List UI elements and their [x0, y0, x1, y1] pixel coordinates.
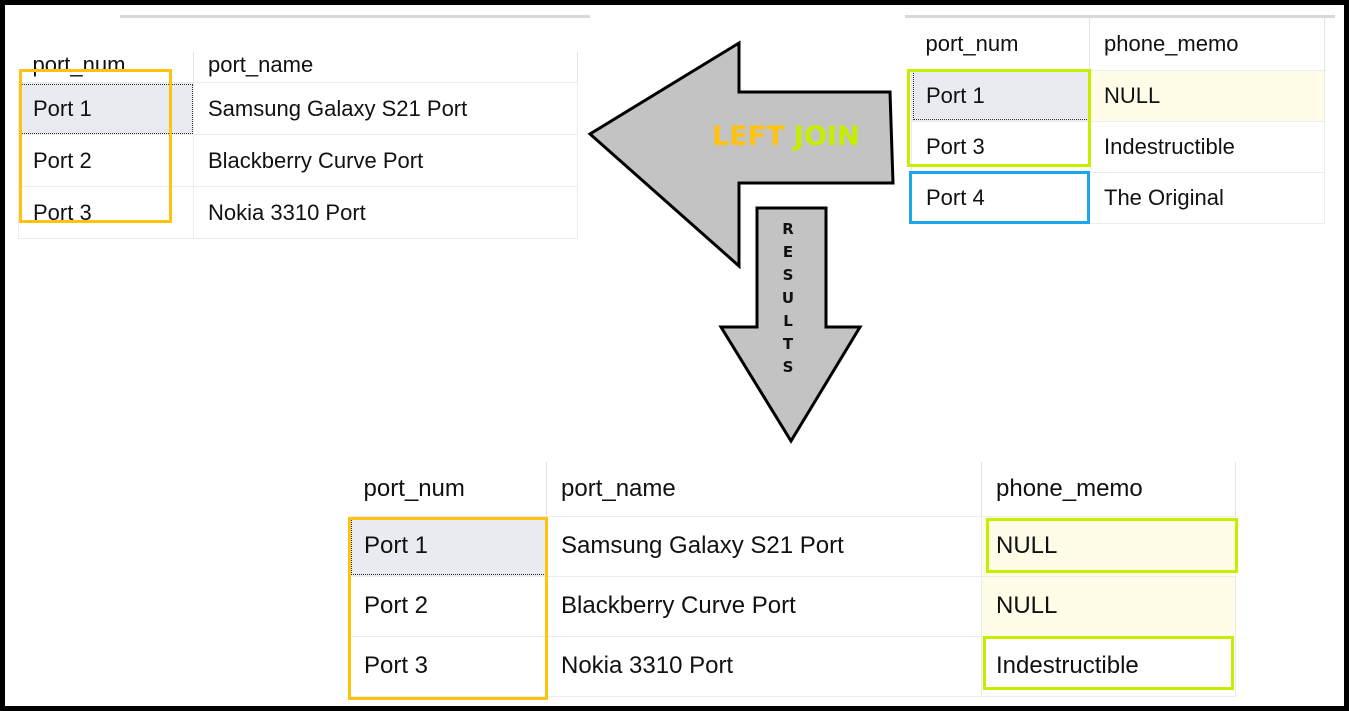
- results-letter: R: [782, 220, 794, 238]
- results-letter: L: [783, 312, 793, 330]
- grid-header-strip: [905, 15, 1335, 18]
- table-row: Port 1 NULL: [911, 69, 1325, 122]
- unmatched-key-highlight: [909, 171, 1090, 224]
- results-letter: U: [781, 289, 795, 307]
- column-header-port-num[interactable]: port_num: [911, 18, 1090, 70]
- cell-phone-memo[interactable]: The Original: [1089, 171, 1325, 224]
- results-letter: S: [782, 266, 794, 284]
- cell-port-num[interactable]: Port 3: [18, 186, 194, 239]
- column-header-port-num[interactable]: port_num: [349, 462, 547, 516]
- cell-port-num[interactable]: Port 3: [911, 120, 1090, 173]
- left-table: port_num port_name Port 1 Samsung Galaxy…: [18, 52, 578, 239]
- cell-phone-memo[interactable]: Indestructible: [981, 635, 1236, 697]
- table-row: Port 3 Indestructible: [911, 120, 1325, 173]
- left-join-arrow: [587, 40, 895, 270]
- cell-phone-memo[interactable]: NULL: [981, 515, 1236, 577]
- cell-phone-memo[interactable]: NULL: [1089, 69, 1325, 122]
- table-row: Port 3 Nokia 3310 Port: [18, 186, 578, 239]
- results-letter: E: [782, 243, 794, 261]
- result-table: port_num port_name phone_memo Port 1 Sam…: [349, 462, 1236, 697]
- cell-port-name[interactable]: Nokia 3310 Port: [193, 186, 578, 239]
- column-header-port-name[interactable]: port_name: [546, 462, 982, 516]
- column-header-port-name[interactable]: port_name: [193, 52, 578, 83]
- cell-port-num[interactable]: Port 4: [911, 171, 1090, 224]
- cell-port-num[interactable]: Port 3: [349, 635, 547, 697]
- grid-header-strip: [120, 15, 590, 18]
- cell-phone-memo[interactable]: Indestructible: [1089, 120, 1325, 173]
- result-memo-highlight: [983, 636, 1234, 690]
- header-row: port_num port_name: [18, 52, 578, 83]
- right-table: port_num phone_memo Port 1 NULL Port 3 I…: [911, 18, 1325, 224]
- left-join-label: LEFT JOIN: [712, 121, 860, 152]
- left-word: LEFT: [712, 121, 785, 152]
- header-row: port_num port_name phone_memo: [349, 462, 1236, 516]
- table-row: Port 4 The Original: [911, 171, 1325, 224]
- result-memo-highlight: [986, 518, 1238, 573]
- cell-port-num[interactable]: Port 1: [911, 69, 1090, 122]
- column-header-phone-memo[interactable]: phone_memo: [981, 462, 1236, 516]
- cell-port-num[interactable]: Port 2: [18, 134, 194, 187]
- cell-phone-memo[interactable]: NULL: [981, 575, 1236, 637]
- column-header-phone-memo[interactable]: phone_memo: [1089, 18, 1325, 70]
- cell-port-name[interactable]: Nokia 3310 Port: [546, 635, 982, 697]
- cell-port-name[interactable]: Blackberry Curve Port: [193, 134, 578, 187]
- join-word: JOIN: [793, 121, 860, 152]
- left-key-highlight: [19, 69, 172, 223]
- matched-key-highlight: [907, 69, 1091, 167]
- cell-port-name[interactable]: Samsung Galaxy S21 Port: [193, 82, 578, 135]
- table-row: Port 2 Blackberry Curve Port NULL: [349, 575, 1236, 637]
- results-label: R E S U L T S: [778, 218, 798, 379]
- result-key-highlight: [348, 517, 548, 700]
- results-letter: T: [782, 335, 794, 353]
- header-row: port_num phone_memo: [911, 18, 1325, 70]
- results-letter: S: [782, 358, 794, 376]
- results-arrow: [718, 206, 863, 444]
- table-row: Port 1 Samsung Galaxy S21 Port: [18, 82, 578, 135]
- cell-port-name[interactable]: Blackberry Curve Port: [546, 575, 982, 637]
- column-header-port-num[interactable]: port_num: [18, 52, 194, 83]
- cell-port-name[interactable]: Samsung Galaxy S21 Port: [546, 515, 982, 577]
- table-row: Port 3 Nokia 3310 Port Indestructible: [349, 635, 1236, 697]
